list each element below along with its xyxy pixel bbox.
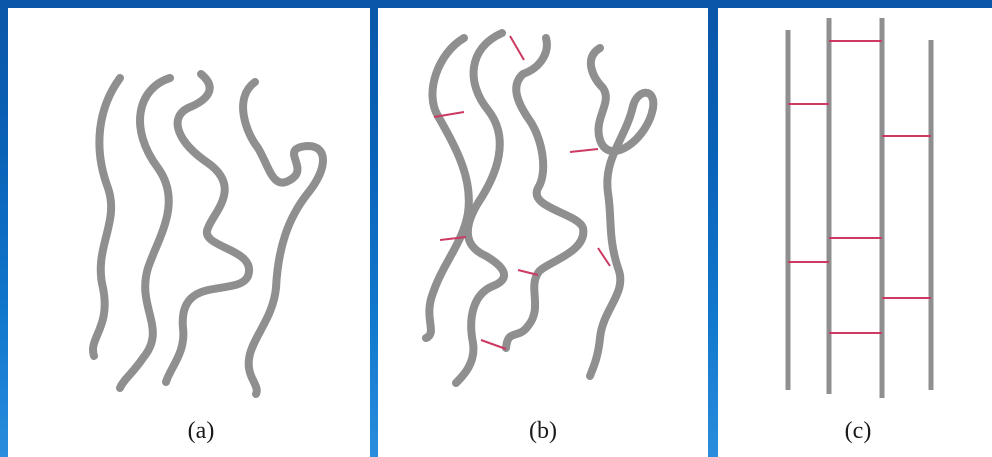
chain-b2 [452,29,508,387]
caption-c: (c) [844,418,872,444]
crosslink [433,111,465,118]
crosslink [517,269,539,276]
crosslink [480,339,507,350]
panel-b: (b) [378,8,708,457]
panel-c-diagram [785,18,934,398]
chain-b4 [586,44,658,380]
panel-b-diagram [422,29,658,387]
panel-c: (c) [718,8,992,457]
chain-b3 [502,34,588,352]
crosslink [597,247,611,267]
chain-a1 [89,74,124,360]
crosslink [439,236,467,241]
caption-a: (a) [187,418,215,444]
chain-a4 [239,78,327,398]
crosslink [509,35,525,61]
chain-a3 [162,70,254,386]
caption-b: (b) [529,418,557,444]
panel-a-diagram [89,70,327,398]
panel-a: (a) [8,8,370,457]
crosslink [569,148,599,153]
chain-a2 [116,74,174,392]
chain-b1 [422,34,473,342]
